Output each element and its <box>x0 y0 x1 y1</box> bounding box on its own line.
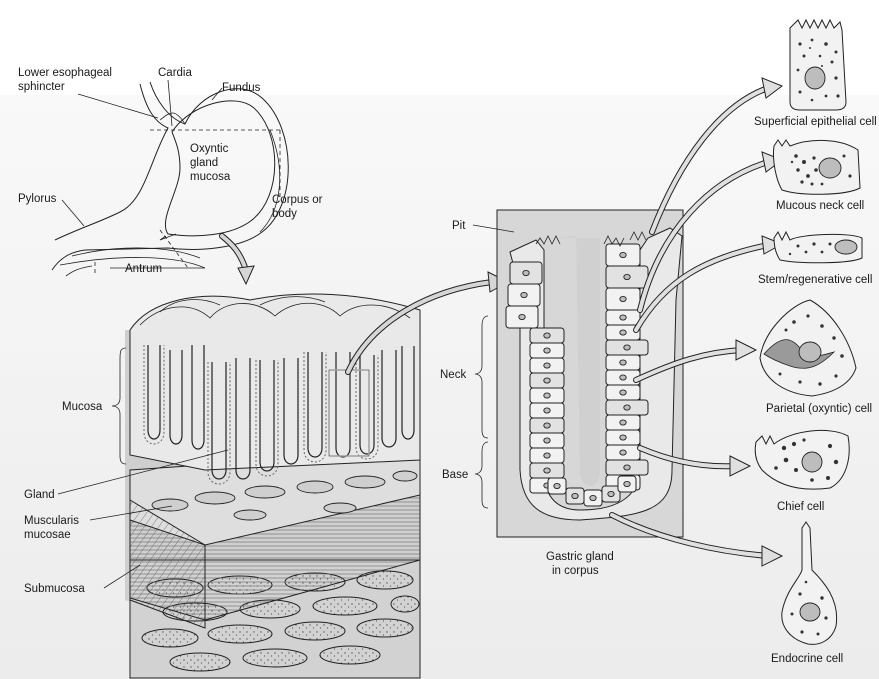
label-base: Base <box>442 469 468 481</box>
gland-cell-nucleus <box>620 315 626 320</box>
gland-cell-nucleus <box>544 423 550 428</box>
gland-cell-nucleus <box>620 360 626 365</box>
label-neck: Neck <box>440 369 466 381</box>
label-mucosa: Mucosa <box>62 401 103 413</box>
label-stem-regenerative-cell: Stem/regenerative cell <box>758 274 872 286</box>
label-pit: Pit <box>452 220 466 232</box>
label-oxyntic-line2: gland <box>190 157 218 169</box>
superficial-epithelial-cell <box>790 20 846 110</box>
label-endocrine-cell: Endocrine cell <box>771 653 843 665</box>
label-antrum: Antrum <box>125 263 162 275</box>
label-muscularis-line2: mucosae <box>24 529 71 541</box>
label-cardia: Cardia <box>158 67 192 79</box>
gland-cell-nucleus <box>544 393 550 398</box>
gland-cell-nucleus <box>624 465 630 470</box>
gland-cell-nucleus <box>620 390 626 395</box>
gland-cell-nucleus <box>620 252 626 257</box>
label-muscularis-line1: Muscularis <box>24 515 79 527</box>
gland-cell-nucleus <box>544 333 550 338</box>
label-fundus: Fundus <box>222 82 261 94</box>
gland-cell-nucleus <box>620 330 626 335</box>
label-gastric-gland-line1: Gastric gland <box>546 551 614 563</box>
label-submucosa: Submucosa <box>24 583 85 595</box>
gland-cell-nucleus <box>620 420 626 425</box>
label-gastric-gland-line2: in corpus <box>552 565 599 577</box>
gland-cell-nucleus <box>624 405 630 410</box>
gland-cell-nucleus <box>521 292 527 297</box>
stem-regenerative-cell <box>774 232 862 263</box>
gland-cell-nucleus <box>523 270 529 275</box>
label-oxyntic-line3: mucosa <box>190 171 231 183</box>
label-lower-esophageal-sphincter-line2: sphincter <box>18 81 65 93</box>
gland-cell-nucleus <box>624 345 630 350</box>
gland-cell-nucleus <box>554 483 560 488</box>
label-pylorus: Pylorus <box>18 193 57 205</box>
stomach-wall-block <box>120 294 420 678</box>
label-gland: Gland <box>24 489 55 501</box>
gland-cell-nucleus <box>544 408 550 413</box>
gland-cell-nucleus <box>620 450 626 455</box>
label-oxyntic-line1: Oxyntic <box>190 143 229 155</box>
label-superficial-epithelial-cell: Superficial epithelial cell <box>754 116 877 128</box>
gland-cell-nucleus <box>572 493 578 498</box>
gland-cell-nucleus <box>519 314 525 319</box>
gland-cell-nucleus <box>544 378 550 383</box>
gland-cell-nucleus <box>544 363 550 368</box>
label-lower-esophageal-sphincter-line1: Lower esophageal <box>18 67 112 79</box>
label-corpus-line2: body <box>272 208 297 220</box>
gland-cell-nucleus <box>544 468 550 473</box>
label-parietal-cell: Parietal (oxyntic) cell <box>766 403 872 415</box>
label-mucous-neck-cell: Mucous neck cell <box>776 200 864 212</box>
gland-cell-nucleus <box>624 481 630 486</box>
label-corpus-line1: Corpus or <box>272 194 323 206</box>
gland-cell-nucleus <box>620 435 626 440</box>
gland-cell-nucleus <box>544 348 550 353</box>
gland-cell-nucleus <box>624 274 630 279</box>
gland-cell-nucleus <box>620 296 626 301</box>
gland-cell-nucleus <box>590 495 596 500</box>
gland-cell-nucleus <box>608 491 614 496</box>
gland-cell-nucleus <box>620 375 626 380</box>
label-chief-cell: Chief cell <box>777 501 824 513</box>
gland-cell-nucleus <box>544 453 550 458</box>
gland-cell-nucleus <box>544 438 550 443</box>
mucous-neck-cell <box>773 140 860 194</box>
